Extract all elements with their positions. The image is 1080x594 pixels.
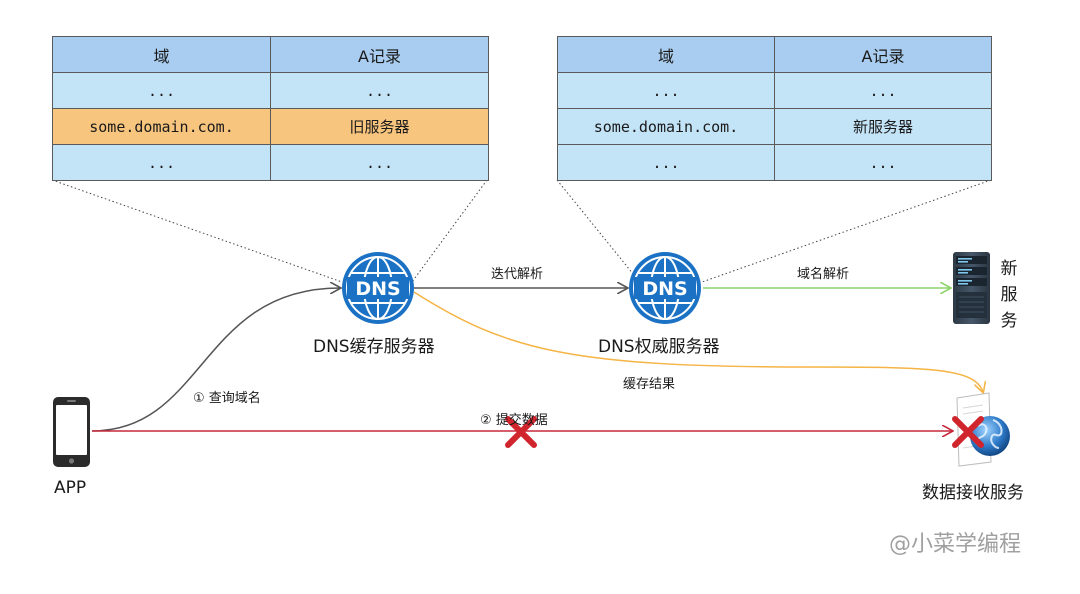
query-label: ① 查询域名 xyxy=(193,391,261,406)
receiver-label: 数据接收服务 xyxy=(922,483,1024,503)
right-table-connector xyxy=(701,179,992,283)
blocked-x-icon xyxy=(952,416,984,448)
table-row: ... ... xyxy=(557,144,992,181)
dns-auth-icon-text: DNS xyxy=(642,278,687,300)
cache-result-arrow xyxy=(413,291,983,392)
table-row-highlighted: some.domain.com. 旧服务器 xyxy=(52,108,489,145)
watermark: @小菜学编程 xyxy=(889,532,1022,557)
phone-icon xyxy=(53,397,90,467)
cell-a-record: 旧服务器 xyxy=(270,108,489,145)
new-server-label-char: 务 xyxy=(1000,311,1018,331)
cell-domain: ... xyxy=(52,144,271,181)
cell-domain: ... xyxy=(52,72,271,109)
table-header-row: 域 A记录 xyxy=(52,36,489,73)
cell-a-record: ... xyxy=(774,144,992,181)
right-dns-table: 域 A记录 ... ... some.domain.com. 新服务器 ... … xyxy=(557,36,992,181)
app-label: APP xyxy=(54,478,87,498)
header-a-record: A记录 xyxy=(774,36,992,73)
cell-domain: some.domain.com. xyxy=(557,108,775,145)
dns-cache-icon: DNS xyxy=(342,252,414,324)
header-a-record: A记录 xyxy=(270,36,489,73)
table-header-row: 域 A记录 xyxy=(557,36,992,73)
cell-a-record: 新服务器 xyxy=(774,108,992,145)
cell-domain: some.domain.com. xyxy=(52,108,271,145)
dns-auth-label: DNS权威服务器 xyxy=(598,337,720,357)
cell-domain: ... xyxy=(557,144,775,181)
dns-cache-label: DNS缓存服务器 xyxy=(313,337,435,357)
new-server-label: 新 服 务 xyxy=(998,256,1020,334)
table-row: ... ... xyxy=(52,144,489,181)
new-server-label-char: 新 xyxy=(1000,259,1018,279)
cell-a-record: ... xyxy=(270,144,489,181)
cell-a-record: ... xyxy=(270,72,489,109)
server-rack-icon xyxy=(953,252,990,324)
dns-cache-icon-text: DNS xyxy=(355,278,400,300)
header-domain: 域 xyxy=(557,36,775,73)
left-table-connector xyxy=(51,179,343,283)
submit-label: ② 提交数据 xyxy=(480,413,548,428)
cell-domain: ... xyxy=(557,72,775,109)
cache-result-label: 缓存结果 xyxy=(623,377,676,392)
dns-auth-icon: DNS xyxy=(629,252,701,324)
right-table-connector xyxy=(556,179,639,281)
table-row: some.domain.com. 新服务器 xyxy=(557,108,992,145)
iterative-label: 迭代解析 xyxy=(491,267,544,282)
blocked-x-icon xyxy=(505,416,537,448)
header-domain: 域 xyxy=(52,36,271,73)
domain-resolve-label: 域名解析 xyxy=(797,267,850,282)
table-row: ... ... xyxy=(557,72,992,109)
cell-a-record: ... xyxy=(774,72,992,109)
left-dns-table: 域 A记录 ... ... some.domain.com. 旧服务器 ... … xyxy=(52,36,489,181)
left-table-connector xyxy=(411,179,488,283)
query-arrow xyxy=(91,288,340,432)
table-row: ... ... xyxy=(52,72,489,109)
new-server-label-char: 服 xyxy=(1000,285,1018,305)
